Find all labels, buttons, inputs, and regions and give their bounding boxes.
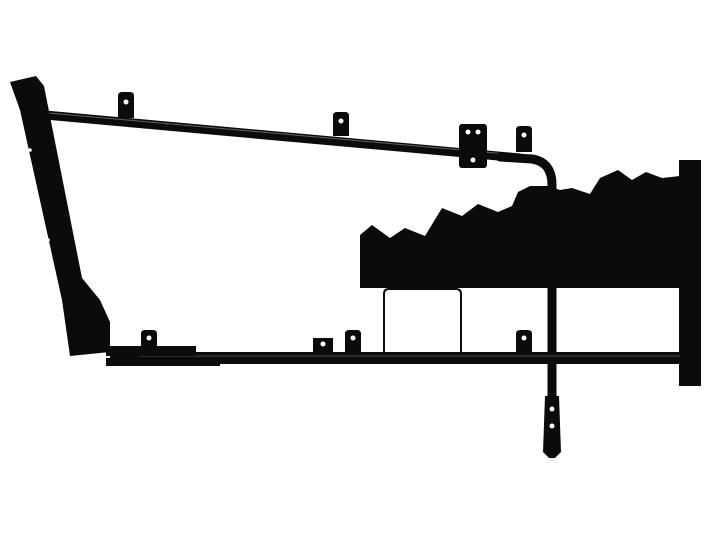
window-outline: [383, 288, 462, 352]
right-end-plate: [679, 160, 701, 386]
top-mounting-tab-1: [118, 92, 134, 118]
bottom-mounting-tab-4: [516, 330, 532, 352]
top-rail: [40, 110, 525, 163]
bent-upright-rod: [495, 152, 561, 458]
top-center-clamp: [459, 124, 487, 168]
bottom-rail: [110, 352, 682, 364]
bottom-mounting-tab-3: [345, 330, 361, 352]
left-upright: [10, 76, 110, 356]
top-mounting-tab-3: [516, 126, 532, 152]
bottom-mounting-tab-1: [141, 330, 157, 352]
top-mounting-tab-2: [333, 112, 349, 136]
bottom-mounting-tab-2: [313, 338, 333, 352]
cargo-panel: [360, 170, 680, 288]
